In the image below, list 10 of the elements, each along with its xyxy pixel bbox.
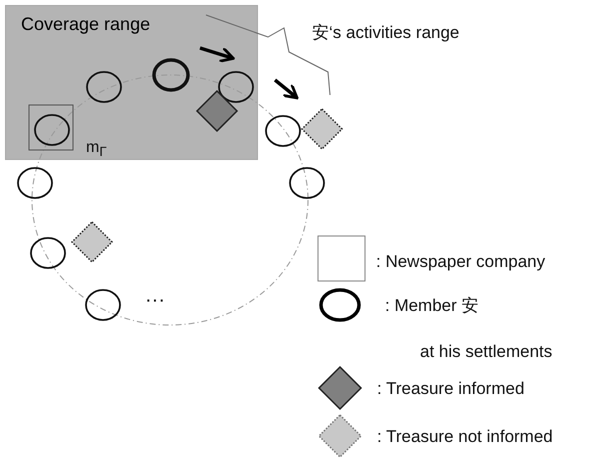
legend-text: : Member 安 <box>385 297 479 314</box>
range-label: 安‘s activities range <box>312 24 460 41</box>
coverage-area <box>5 5 258 160</box>
legend-text: : Treasure not informed <box>377 428 553 445</box>
legend-text: : Newspaper company <box>376 253 546 270</box>
member-label: m$_{Γ}$ <box>86 140 107 159</box>
note-text: at his settlements <box>420 343 552 360</box>
area-title: Coverage range <box>21 15 150 33</box>
legend-text: : Treasure informed <box>377 380 524 397</box>
ellipsis-mark: ··· <box>145 290 165 310</box>
